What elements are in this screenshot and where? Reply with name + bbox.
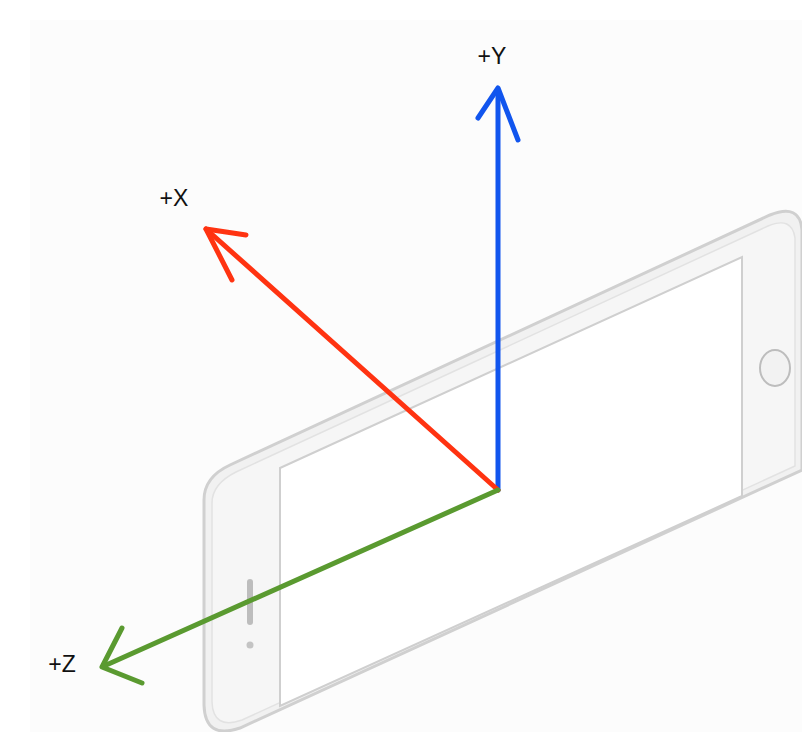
camera-dot [247, 642, 254, 649]
backdrop [30, 20, 802, 732]
home-button [760, 350, 790, 386]
y-axis [496, 92, 501, 490]
phone-body [204, 211, 802, 731]
x-arrowhead [206, 229, 246, 280]
axis-label: +X [160, 187, 189, 210]
axis-label: +Y [478, 45, 507, 68]
y-arrowhead [478, 88, 518, 140]
phone-screen [280, 257, 742, 706]
axis-label: +Z [48, 653, 75, 676]
z-arrowhead [102, 628, 142, 683]
phone-bezel [212, 223, 795, 723]
z-axis [104, 490, 498, 666]
x-axis [206, 229, 498, 490]
